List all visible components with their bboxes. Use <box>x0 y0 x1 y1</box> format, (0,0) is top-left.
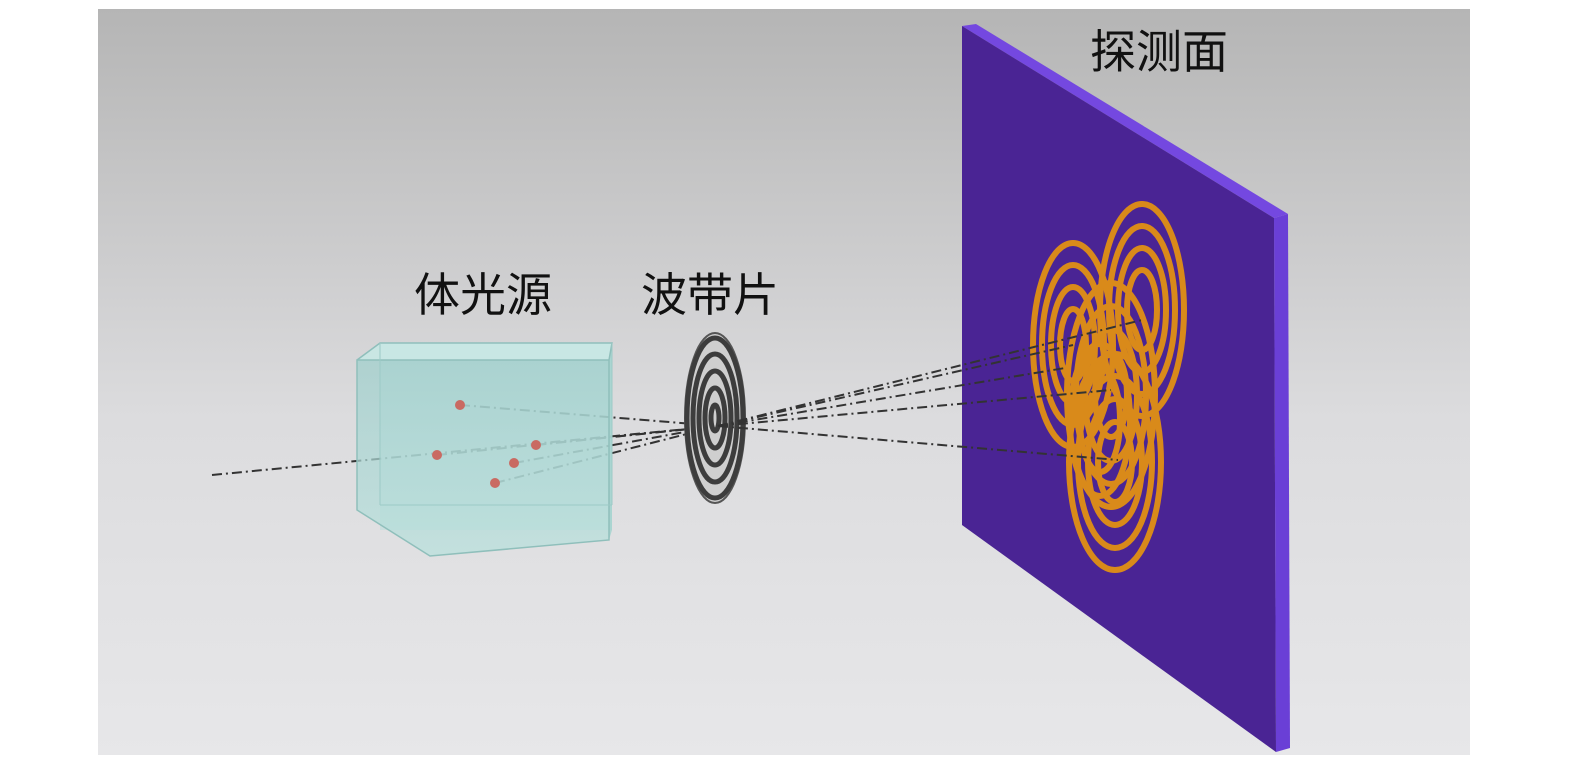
volume-source-label: 体光源 <box>414 268 552 322</box>
zone-plate-ring <box>708 402 722 434</box>
source-point <box>531 440 541 450</box>
zone-plate-ring <box>690 351 740 485</box>
cube-front-face <box>357 360 609 556</box>
zone-plate-ring <box>696 368 734 468</box>
zone-plate-ring <box>684 335 746 501</box>
source-point <box>432 450 442 460</box>
zone-plate <box>684 332 746 504</box>
detector-edge-top <box>962 24 1288 218</box>
zone-plate-label: 波带片 <box>641 268 779 322</box>
cube-top-face <box>357 343 612 360</box>
projected-patterns <box>1030 201 1187 573</box>
cube-edges <box>356 342 613 557</box>
zone-plate-ring <box>702 385 728 451</box>
detector-edge-side <box>1274 214 1290 752</box>
volume-light-source-cube <box>356 342 613 557</box>
projection-center <box>1067 341 1133 499</box>
detection-plane-label: 探测面 <box>1090 25 1228 79</box>
source-points <box>432 400 541 488</box>
source-point <box>509 458 519 468</box>
source-point <box>490 478 500 488</box>
outgoing-rays <box>717 319 1143 461</box>
source-point <box>455 400 465 410</box>
